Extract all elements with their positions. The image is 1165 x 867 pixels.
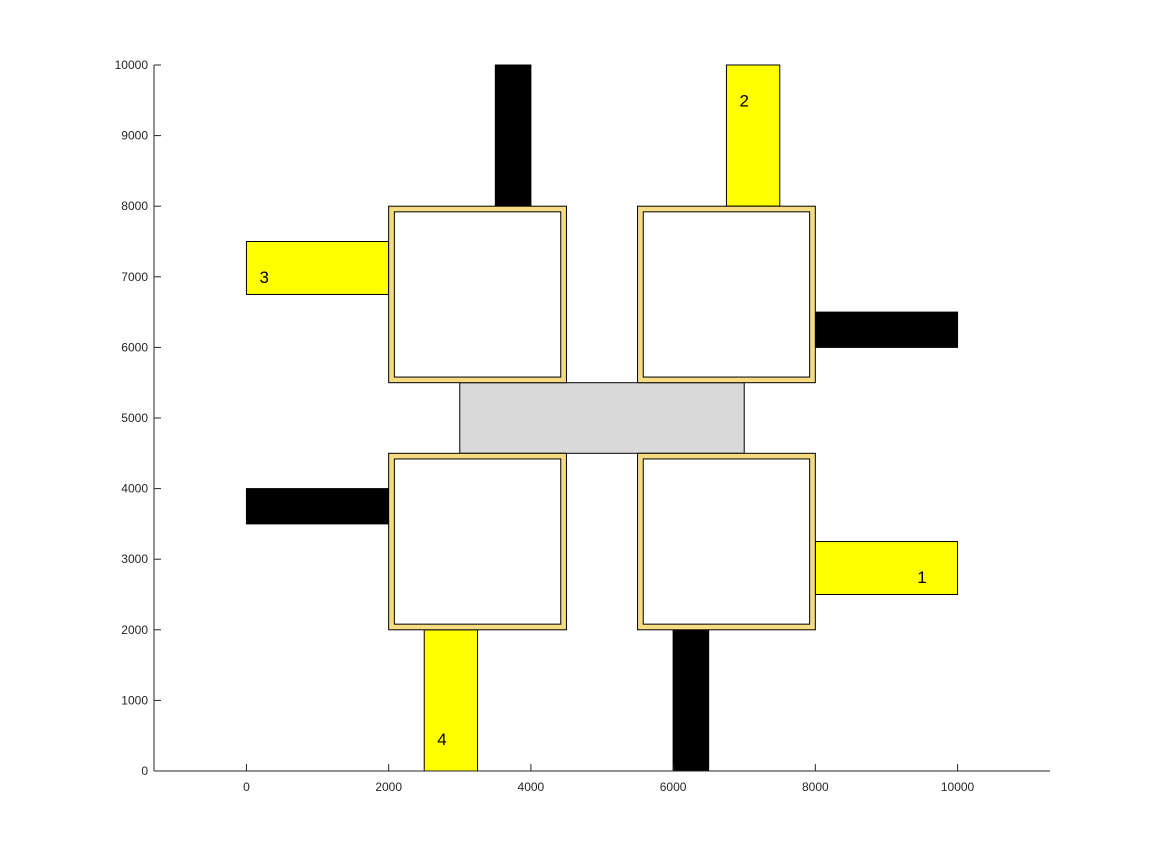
top-right-block-inner <box>642 211 811 378</box>
x-tick-label: 10000 <box>941 780 975 794</box>
top-left-block-inner <box>393 211 562 378</box>
bar-4-label: 4 <box>437 730 446 749</box>
axes-layer: 0 2000 4000 6000 8000 10000 0 1000 2000 3000 4000 5… <box>115 58 1050 794</box>
y-tick-label: 10000 <box>115 58 149 72</box>
bar-4 <box>423 629 479 772</box>
y-tick-label: 6000 <box>121 340 148 354</box>
bar-black-left <box>245 488 390 525</box>
bar-3 <box>245 241 390 295</box>
bar-2 <box>725 64 781 207</box>
bar-1-label: 1 <box>917 568 926 587</box>
y-tick-label: 2000 <box>121 623 148 637</box>
bar-3-label: 3 <box>259 268 268 287</box>
x-tick-label: 4000 <box>518 780 545 794</box>
y-tick-label: 9000 <box>121 129 148 143</box>
bottom-left-block-inner <box>393 458 562 625</box>
center-gray-rect <box>459 382 745 454</box>
bar-black-right <box>814 311 959 348</box>
y-tick-label: 7000 <box>121 270 148 284</box>
label-layer: 1 2 3 4 <box>259 91 926 749</box>
shape-layer <box>245 64 959 772</box>
y-tick-label: 8000 <box>121 199 148 213</box>
y-tick-label: 0 <box>141 764 148 778</box>
y-tick-label: 3000 <box>121 552 148 566</box>
bar-2-label: 2 <box>739 91 748 110</box>
bottom-right-block-inner <box>642 458 811 625</box>
x-tick-label: 6000 <box>660 780 687 794</box>
x-tick-label: 8000 <box>802 780 829 794</box>
x-tick-label: 0 <box>243 780 250 794</box>
x-tick-label: 2000 <box>375 780 402 794</box>
bar-black-top <box>494 64 532 207</box>
bar-1 <box>814 541 959 595</box>
y-tick-label: 1000 <box>121 693 148 707</box>
bar-black-bottom <box>672 629 710 772</box>
y-tick-label: 4000 <box>121 482 148 496</box>
y-tick-label: 5000 <box>121 411 148 425</box>
